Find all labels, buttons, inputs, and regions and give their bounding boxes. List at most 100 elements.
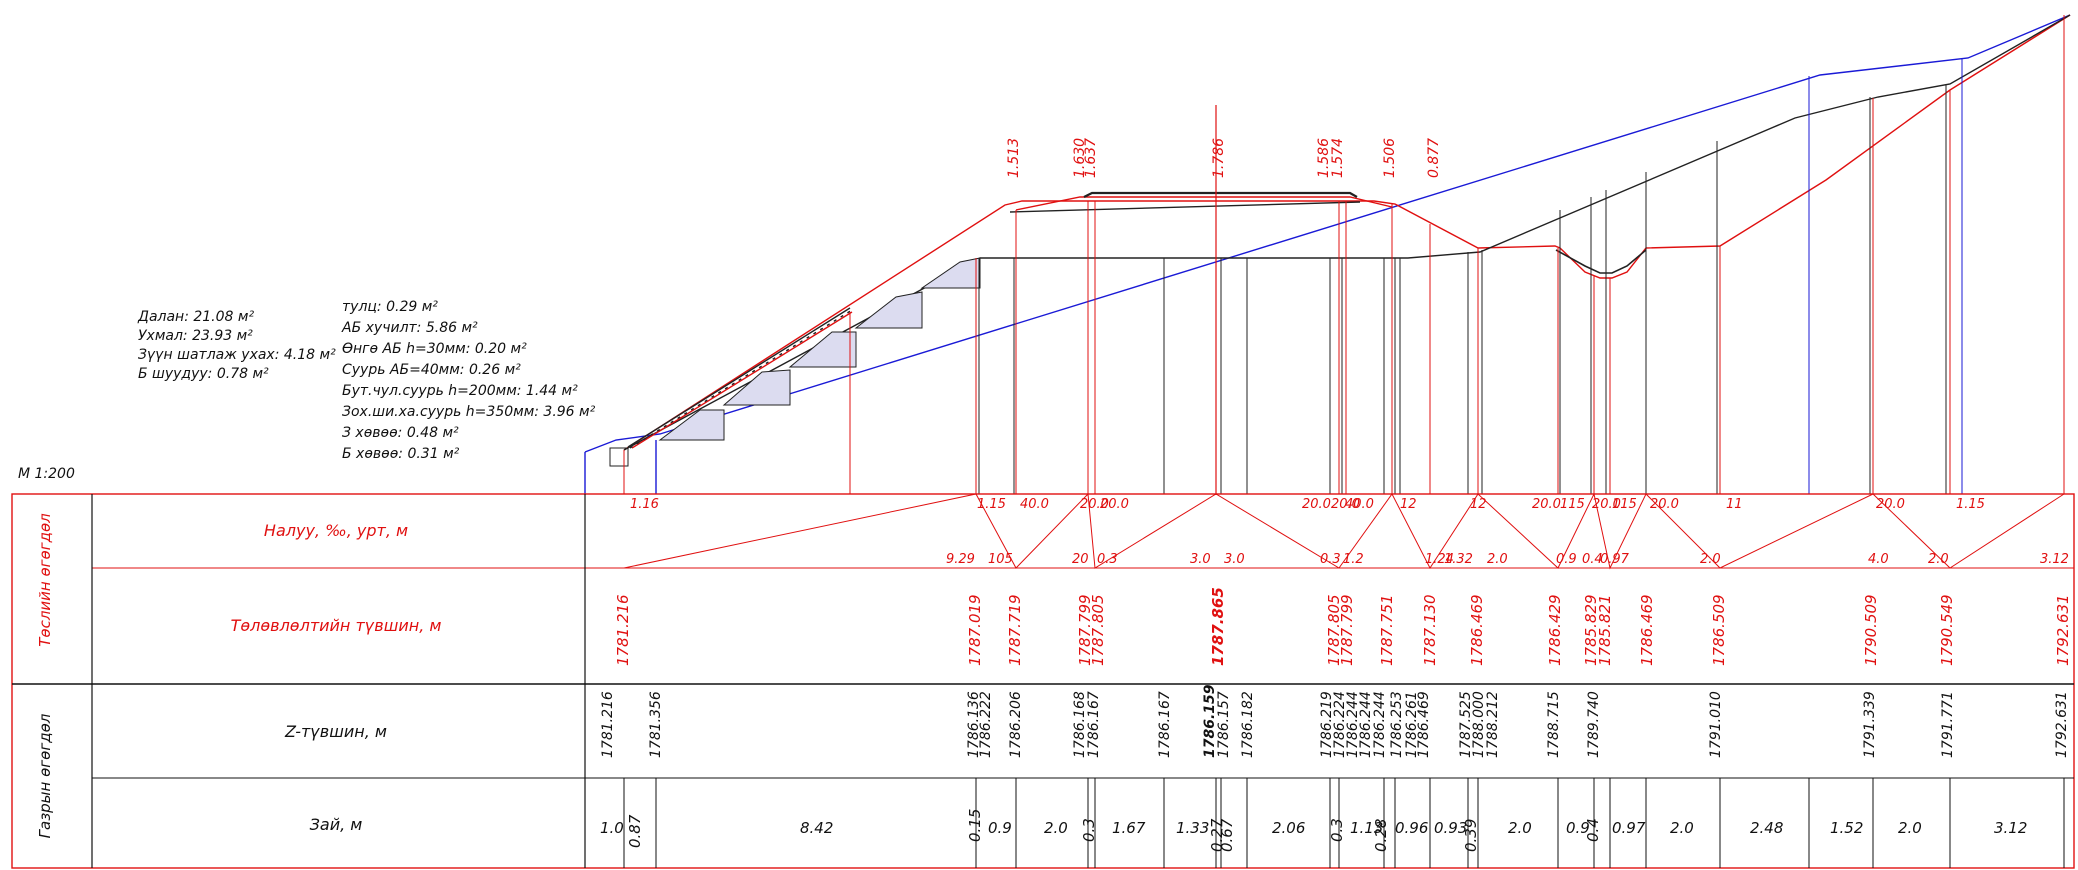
embankment-slope [627,307,851,448]
distance-value: 2.0 [1508,819,1532,837]
z-level: 1786.136 [966,691,982,758]
slope-bottom-value: 3.0 [1190,552,1211,567]
design-level: 1787.751 [1378,594,1396,666]
slope-top-value: 20.0 [1100,497,1129,512]
slope-bottom-value: 1.2 [1343,552,1364,567]
distance-value: 1.13 [1350,819,1383,837]
slope-bottom-value: 3.12 [2040,552,2069,567]
embankment-slope [631,311,853,449]
z-level: 1786.224 [1332,691,1348,758]
z-level: 1788.715 [1546,691,1562,758]
slope-top-value: 11 [1726,497,1743,512]
slope-top-value: 20.0 [1080,497,1109,512]
row-header-design: Төлөвлөлтийн түвшин, м [231,616,442,635]
slope-bottom-value: 3.0 [1224,552,1245,567]
distance-value: 0.15 [966,809,984,842]
offset-label: 1.586 [1316,138,1332,178]
pavement-top [1015,196,1393,211]
slope-top-value: 40.0 [1020,497,1049,512]
distance-value: 1.0 [600,819,624,837]
slope-bottom-value: 2.0 [1487,552,1508,567]
offset-label: 0.877 [1426,138,1442,178]
slope-bottom-value: 0.4 [1582,552,1603,567]
design-level: 1785.821 [1596,594,1614,666]
slope-bottom-value: 0.3 [1097,552,1118,567]
distance-value: 1.33 [1176,819,1209,837]
bench-step [854,291,923,329]
slope-top-value: 12 [1400,497,1417,512]
slope-bottom-value: 2.0 [1928,552,1949,567]
distance-value: 0.28 [1372,819,1390,852]
distance-value: 0.39 [1462,819,1480,852]
bench-step [920,257,981,289]
design-level: 1787.805 [1089,594,1107,666]
design-level: 1787.865 [1209,587,1227,666]
offset-label: 1.513 [1006,138,1022,178]
design-level: 1787.719 [1006,594,1024,666]
offset-label: 1.786 [1211,138,1227,178]
distance-value: 8.42 [800,819,833,837]
slope-top-value: 20.0 [1650,497,1679,512]
slope-bottom-value: 1.32 [1444,552,1473,567]
scale-label: M 1:200 [18,466,75,482]
offset-label: 1.637 [1083,138,1099,178]
area-note: тулц: 0.29 м² [342,299,438,315]
design-level: 1792.631 [2054,594,2072,666]
design-level: 1787.019 [966,594,984,666]
z-level: 1788.212 [1485,691,1501,758]
slope-top-value: 20.0 [1302,497,1331,512]
distance-value: 1.52 [1830,819,1863,837]
design-level: 1785.829 [1582,594,1600,666]
distance-value: 0.97 [1612,819,1646,837]
distance-value: 0.93 [1434,819,1467,837]
slope-bottom-value: 1.24 [1425,552,1454,567]
z-level: 1786.157 [1216,691,1232,758]
z-level: 1791.010 [1708,691,1724,758]
slope-bottom-value: 9.29 [946,552,975,567]
slope-bottom-value: 2.0 [1700,552,1721,567]
area-note: Далан: 21.08 м² [137,309,254,325]
z-level: 1786.167 [1157,691,1173,758]
distance-value: 2.0 [1044,819,1068,837]
pavement-layer [1009,201,1361,213]
z-level: 1781.216 [600,691,616,758]
design-level: 1786.469 [1468,594,1486,666]
area-note: Б шуудуу: 0.78 м² [138,366,269,382]
slope-bottom-value: 4.0 [1868,552,1889,567]
distance-value: 0.27 [1208,818,1226,852]
pavement-layer [1083,191,1358,198]
bench-step [788,331,857,368]
design-level: 1786.469 [1638,594,1656,666]
area-note: Бут.чул.суурь h=200мм: 1.44 м² [342,383,578,399]
slope-top-value: 20.0 [1592,497,1621,512]
distance-value: 2.06 [1272,819,1305,837]
distance-value: 2.48 [1750,819,1783,837]
area-note: Зүүн шатлаж ухах: 4.18 м² [138,347,336,363]
distance-value: 0.9 [988,819,1012,837]
z-level: 1786.244 [1372,691,1388,758]
z-level: 1786.261 [1404,691,1420,758]
bench-step [722,369,791,406]
z-level: 1786.182 [1240,691,1256,758]
offset-label: 1.630 [1072,138,1088,178]
z-level: 1786.206 [1008,691,1024,758]
slope-top-value: 1.16 [630,497,659,512]
slope-top-value: 20.0 [1331,497,1360,512]
z-level: 1786.168 [1072,691,1088,758]
distance-value: 0.9 [1566,819,1590,837]
z-level: 1781.356 [648,691,664,758]
z-level: 1786.167 [1086,691,1102,758]
z-level: 1786.469 [1416,691,1432,758]
area-note: Суурь АБ=40мм: 0.26 м² [342,362,521,378]
area-note: АБ хучилт: 5.86 м² [341,320,478,336]
distance-value: 3.12 [1994,819,2027,837]
design-level: 1786.429 [1546,594,1564,666]
slope-zigzag [623,492,2065,570]
z-level: 1786.244 [1345,691,1361,758]
z-level: 1786.253 [1389,691,1405,758]
slope-top-value: 1.15 [977,497,1006,512]
design-level: 1781.216 [614,594,632,666]
